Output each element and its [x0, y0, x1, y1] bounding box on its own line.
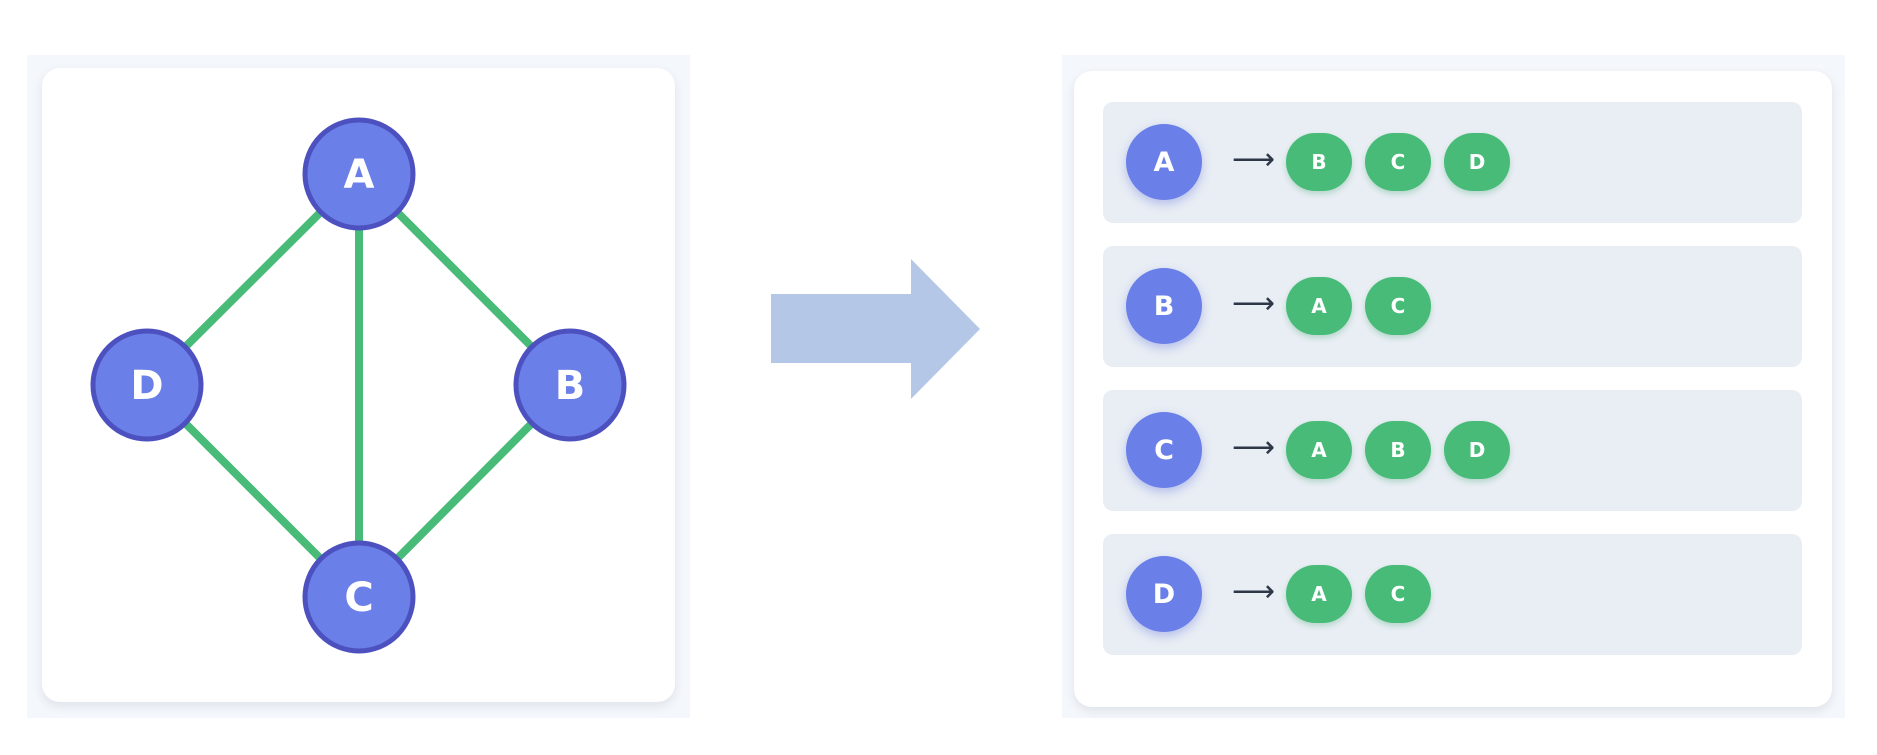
adjacency-node: D	[1126, 556, 1202, 632]
adjacency-arrow: ⟶	[1232, 286, 1276, 321]
transform-arrow	[771, 259, 980, 399]
graph-node-a	[302, 117, 416, 231]
edge-b-c	[391, 417, 538, 565]
graph-diagram: A B C D	[90, 117, 627, 654]
graph-node-label-b: B	[555, 363, 586, 409]
adjacency-node: A	[1126, 124, 1202, 200]
transform-arrow-shape	[771, 259, 980, 399]
adjacency-arrow: ⟶	[1232, 142, 1276, 177]
neighbor-pill: C	[1365, 277, 1431, 335]
graph-node-label-a: A	[344, 152, 375, 198]
adjacency-arrow: ⟶	[1232, 430, 1276, 465]
neighbor-pill: D	[1444, 421, 1510, 479]
edge-a-b	[391, 206, 538, 353]
graph-node-b	[513, 328, 627, 442]
neighbor-pill: A	[1286, 565, 1352, 623]
graph-node-d	[90, 328, 204, 442]
neighbor-pill: A	[1286, 421, 1352, 479]
graph-nodes: A B C D	[90, 117, 627, 654]
neighbor-pill: A	[1286, 277, 1352, 335]
neighbor-pill: B	[1365, 421, 1431, 479]
graph-node-label-c: C	[344, 575, 373, 621]
adjacency-arrow: ⟶	[1232, 574, 1276, 609]
edge-a-d	[179, 206, 327, 353]
graph-node-c	[302, 540, 416, 654]
neighbor-pill: C	[1365, 133, 1431, 191]
adjacency-node: C	[1126, 412, 1202, 488]
edge-d-c	[179, 417, 327, 565]
neighbor-pill: D	[1444, 133, 1510, 191]
adjacency-node: B	[1126, 268, 1202, 344]
graph-edges	[179, 206, 538, 565]
neighbor-pill: C	[1365, 565, 1431, 623]
graph-node-label-d: D	[130, 363, 163, 409]
neighbor-pill: B	[1286, 133, 1352, 191]
